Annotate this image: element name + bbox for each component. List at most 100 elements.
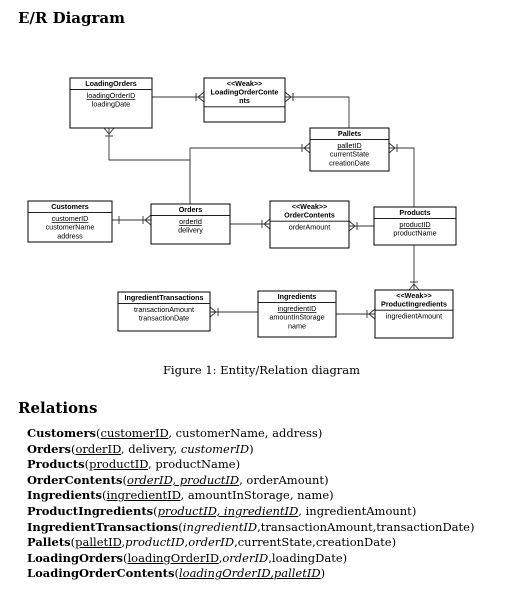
crowfoot-marker	[142, 214, 152, 226]
relation-name: LoadingOrderContents	[27, 566, 175, 581]
entity-title: <<Weak>>	[227, 79, 262, 88]
crowfoot-marker	[103, 127, 115, 137]
entity-attribute: amountInStorage	[269, 313, 324, 322]
page-title: E/R Diagram	[18, 9, 126, 27]
entity-product-ingredients: <<Weak>>ProductIngredients ingredientAmou…	[374, 289, 454, 339]
relation-row: Ingredients(ingredientID, amountInStorag…	[27, 488, 334, 503]
relation-attributes: , amountInStorage, name	[180, 488, 330, 503]
relation-row: LoadingOrders(loadingOrderID,orderID,loa…	[27, 550, 348, 565]
relation-name: IngredientTransactions	[27, 519, 179, 534]
relation-attributes: productID	[125, 535, 185, 550]
figure-caption: Figure 1: Entity/Relation diagram	[162, 363, 361, 377]
entity-ingredient-transactions: IngredientTransactions transactionAmountt…	[117, 291, 211, 332]
crowfoot-marker	[195, 91, 205, 103]
relation-key: customerID	[100, 426, 169, 440]
relation-attributes: ,loadingDate	[268, 550, 343, 565]
entity-attribute: transactionAmount	[134, 305, 194, 314]
entity-title: <<Weak>>	[292, 202, 327, 211]
relation-attributes: ,transactionAmount,transactionDate	[257, 519, 470, 534]
entity-attribute: customerName	[46, 223, 95, 232]
relation-key: loadingOrderID	[127, 550, 219, 565]
entity-attribute: currentState	[330, 150, 369, 159]
entity-title: nts	[239, 96, 250, 105]
entity-attribute: loadingOrderID	[87, 91, 136, 100]
entity-box	[203, 77, 286, 123]
relation-row: Pallets(palletID,productID,orderID,curre…	[27, 535, 397, 550]
relation-attributes: ,	[184, 535, 189, 550]
relation-key: orderID, productID	[126, 472, 240, 487]
relation-key: ingredientID	[106, 488, 181, 503]
relation-name: Orders	[27, 441, 71, 456]
entity-box	[269, 200, 350, 249]
entity-attribute: orderId	[179, 217, 202, 226]
entity-box	[373, 206, 457, 246]
relation-name: OrderContents	[27, 472, 123, 487]
relations-list: Customers(customerID, customerName, addr…	[27, 426, 474, 582]
relation-attributes: customerID	[180, 441, 250, 456]
entity-attribute: orderAmount	[289, 223, 331, 232]
relation-attributes: ,	[121, 535, 126, 550]
relation-attributes: ,currentState,creationDate	[234, 535, 392, 550]
entity-attribute: delivery	[178, 226, 203, 235]
entity-attribute: ingredientID	[278, 304, 317, 313]
relation-key: productID	[89, 457, 149, 472]
entity-attribute: creationDate	[329, 158, 370, 167]
entity-ingredients: IngredientsingredientIDamountInStoragena…	[257, 290, 337, 338]
relation-row: ProductIngredients(productID, ingredient…	[27, 503, 417, 518]
relation-key: loadingOrderID,palletID	[178, 566, 321, 581]
entity-title: Orders	[179, 205, 203, 214]
entity-title: OrderContents	[284, 211, 335, 220]
relation-attributes: , delivery,	[120, 441, 181, 456]
relation-attributes: orderID	[188, 535, 235, 550]
relation-name: Customers	[27, 426, 96, 440]
relationship-lines	[103, 91, 420, 320]
crowfoot-marker	[284, 91, 294, 103]
entity-box	[257, 290, 337, 338]
relations-heading: Relations	[18, 399, 98, 417]
entity-attribute: name	[288, 321, 306, 330]
crowfoot-marker	[388, 142, 398, 154]
relation-row: LoadingOrderContents(loadingOrderID,pall…	[27, 566, 326, 581]
line-orders-pallets	[189, 147, 310, 204]
entity-attribute: ingredientAmount	[386, 312, 442, 321]
relation-attributes: , ingredientAmount	[298, 503, 412, 518]
crowfoot-marker	[348, 220, 358, 232]
entity-title: Pallets	[338, 129, 361, 138]
entity-order-contents: <<Weak>>OrderContents orderAmount	[269, 200, 350, 249]
entity-box	[117, 291, 211, 332]
relation-key: palletID	[75, 535, 122, 550]
entity-box	[27, 200, 113, 243]
relation-name: Pallets	[27, 535, 71, 550]
line-loadingorders-orders	[108, 128, 191, 204]
relation-row: IngredientTransactions(ingredientID,tran…	[27, 519, 475, 534]
entity-box	[150, 203, 231, 245]
crowfoot-marker	[209, 306, 219, 318]
entity-attribute: address	[57, 231, 83, 240]
relation-row: Customers(customerID, customerName, addr…	[27, 426, 323, 440]
entity-attribute: palletID	[337, 141, 361, 150]
relation-name: Ingredients	[27, 488, 103, 503]
relation-attributes: , productName	[148, 457, 236, 472]
entity-title: IngredientTransactions	[124, 293, 203, 302]
relation-attributes: ,	[218, 550, 223, 565]
line-loadingordercontents-pallets	[285, 96, 350, 128]
entity-title: ProductIngredients	[381, 300, 447, 309]
entity-attribute: loadingDate	[92, 100, 130, 109]
line-pallets-products	[389, 147, 415, 207]
entity-attribute: transactionDate	[139, 314, 189, 323]
entity-title: LoadingOrders	[85, 79, 137, 88]
crowfoot-marker	[408, 281, 420, 291]
entity-attribute: productID	[399, 220, 430, 229]
entity-title: <<Weak>>	[396, 291, 431, 300]
crowfoot-marker	[261, 218, 271, 230]
relation-row: Products(productID, productName)	[27, 457, 241, 472]
relation-name: ProductIngredients	[27, 503, 154, 518]
entity-box	[374, 289, 454, 339]
entity-attribute: customerID	[52, 214, 89, 223]
